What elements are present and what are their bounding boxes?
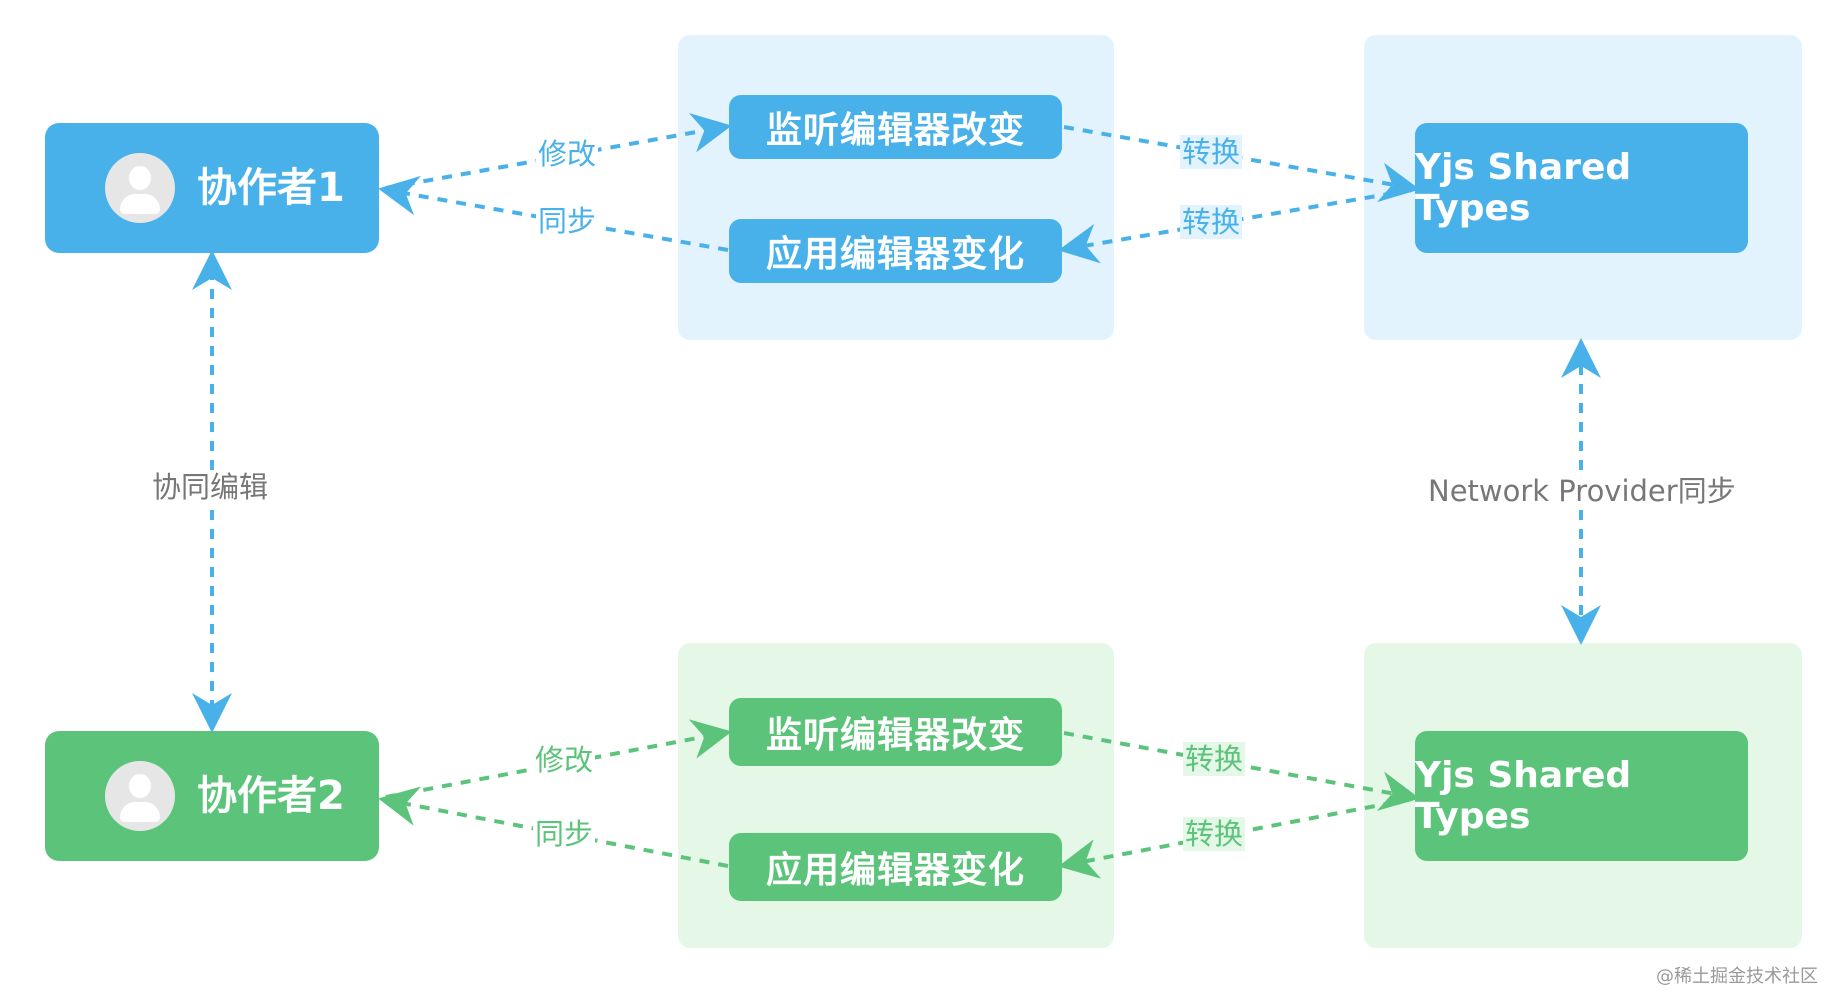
top-modify-label: 修改 [536, 137, 599, 171]
collab-edit-label: 协同编辑 [150, 470, 271, 504]
bottom-apply-node: 应用编辑器变化 [729, 833, 1062, 901]
top-convert-label-1: 转换 [1180, 135, 1243, 169]
network-provider-label: Network Provider同步 [1426, 474, 1738, 508]
collaborator-1-card: 协作者1 [45, 123, 379, 253]
watermark: @稀土掘金技术社区 [1656, 966, 1818, 987]
top-convert-label-2: 转换 [1180, 205, 1243, 239]
user-avatar-icon [105, 761, 175, 831]
user-avatar-icon [105, 153, 175, 223]
bottom-convert-label-1: 转换 [1183, 742, 1246, 776]
collaborator-2-card: 协作者2 [45, 731, 379, 861]
bottom-sync-label: 同步 [533, 817, 596, 851]
collaborator-2-label: 协作者2 [197, 773, 345, 819]
top-sync-label: 同步 [536, 204, 599, 238]
bottom-yjs-node: Yjs Shared Types [1415, 731, 1748, 861]
collaborator-1-label: 协作者1 [197, 165, 345, 211]
top-listen-node: 监听编辑器改变 [729, 95, 1062, 159]
bottom-modify-label: 修改 [533, 743, 596, 777]
top-apply-node: 应用编辑器变化 [729, 219, 1062, 283]
top-editor-panel [678, 35, 1114, 340]
bottom-listen-node: 监听编辑器改变 [729, 698, 1062, 766]
top-yjs-node: Yjs Shared Types [1415, 123, 1748, 253]
bottom-convert-label-2: 转换 [1183, 817, 1246, 851]
